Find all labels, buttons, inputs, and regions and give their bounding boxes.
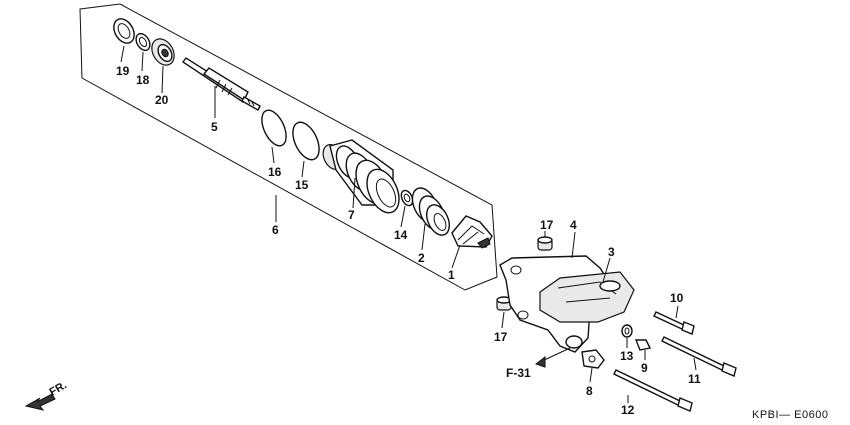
clamp-8 [581,349,605,369]
bolt-12 [613,369,693,412]
boot-7 [322,139,400,214]
part-label-5: 5 [211,120,218,134]
part-label-12: 12 [621,403,635,417]
part-label-1: 1 [448,268,455,282]
part-label-9: 9 [641,361,648,375]
part-label-15: 15 [295,178,309,192]
circlip-18 [135,32,151,52]
bolt-10 [653,311,695,335]
part-label-13: 13 [620,349,634,363]
part-label-19: 19 [116,64,130,78]
diagram-code: KPBI— E0600 [752,409,828,421]
reference-label: F-31 [506,366,531,380]
part-label-4: 4 [570,218,577,232]
boot-2 [411,187,451,236]
washer-13 [621,324,633,338]
o-ring-16 [261,109,287,147]
part-label-17-top: 17 [540,218,554,232]
part-label-2: 2 [418,251,425,265]
part-label-10: 10 [670,291,684,305]
part-label-14: 14 [394,228,408,242]
part-label-3: 3 [608,245,615,259]
leader-lines [120,45,697,403]
cover-1 [451,215,493,249]
bolt-11 [661,336,737,377]
oil-seal-19 [113,18,135,44]
front-direction-label: FR. [48,379,69,398]
collar-17-top [537,236,553,251]
bolt-9 [634,339,652,351]
part-label-16: 16 [268,165,282,179]
o-ring-15 [292,121,320,161]
caliper-3 [539,271,635,323]
part-label-7: 7 [348,208,355,222]
part-label-6: 6 [272,223,279,237]
bearing-20 [151,38,175,66]
front-direction-arrow [24,393,56,411]
ref-arrowhead [534,355,546,368]
part-label-8: 8 [586,384,593,398]
shaft-5 [181,57,261,111]
assembly-boundary [79,3,498,291]
part-label-20: 20 [155,93,169,107]
part-label-17-bottom: 17 [494,330,508,344]
washer-14 [400,189,414,207]
part-label-11: 11 [688,372,701,386]
part-label-18: 18 [136,73,150,87]
